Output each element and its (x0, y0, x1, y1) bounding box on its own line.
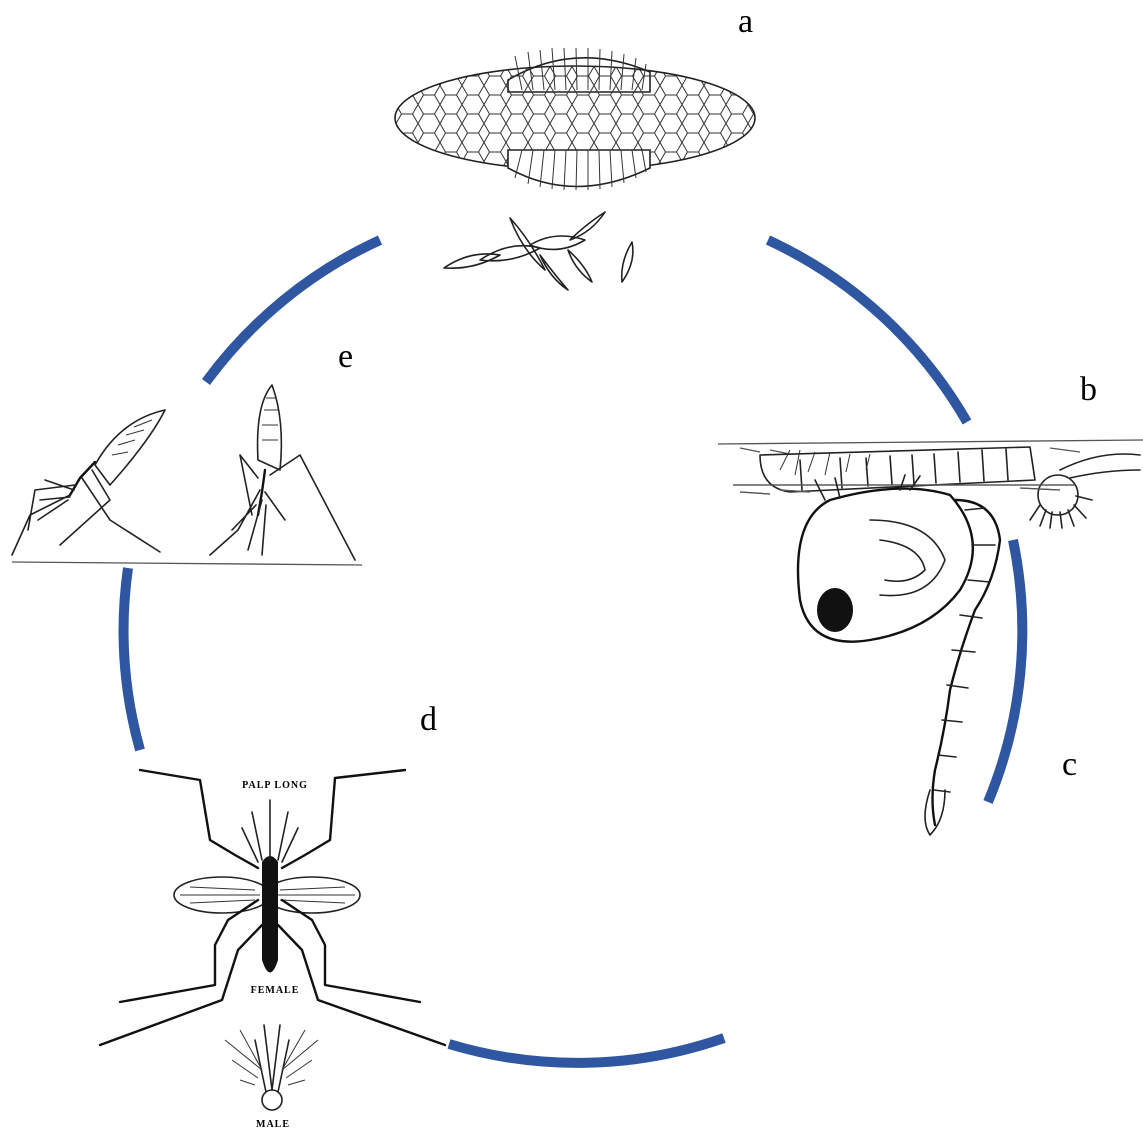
cycle-arcs (124, 240, 1023, 1063)
egg-illustration (390, 48, 770, 290)
stage-label-e: e (338, 338, 353, 375)
cycle-arc-e-to-a (206, 240, 380, 382)
larva-illustration (718, 440, 1143, 528)
cycle-arc-d-to-e (124, 568, 140, 750)
mosquito-proboscis (242, 800, 298, 862)
left-mosquito-legs (12, 470, 160, 555)
cycle-arc-a-to-b (768, 240, 967, 422)
stage-label-d: d (420, 701, 437, 738)
cycle-arc-b-to-c (988, 540, 1022, 802)
palp-label: PALP LONG (242, 780, 308, 791)
larva-head (1030, 454, 1140, 528)
water-surface-b (718, 440, 1143, 444)
male-head (225, 1025, 318, 1110)
egg-raft-small (444, 212, 633, 290)
left-mosquito-wing (95, 410, 165, 485)
skin-surface-e (12, 562, 362, 565)
emerging-mosquito-illustration (12, 385, 362, 565)
egg-float-bottom (508, 150, 650, 187)
pupa-abdomen (933, 500, 1001, 825)
stage-label-c: c (1062, 746, 1077, 783)
stage-label-b: b (1080, 371, 1097, 408)
adult-mosquito-illustration: PALP LONG FEMALE MALE (100, 770, 445, 1129)
pupa-paddle (925, 790, 945, 835)
right-mosquito-legs (210, 455, 355, 560)
male-label: MALE (256, 1119, 290, 1129)
cycle-arc-c-to-d (449, 1038, 724, 1063)
female-label: FEMALE (251, 985, 300, 996)
stage-label-a: a (738, 3, 753, 40)
mosquito-body (262, 856, 278, 973)
pupa-eye (817, 588, 853, 632)
